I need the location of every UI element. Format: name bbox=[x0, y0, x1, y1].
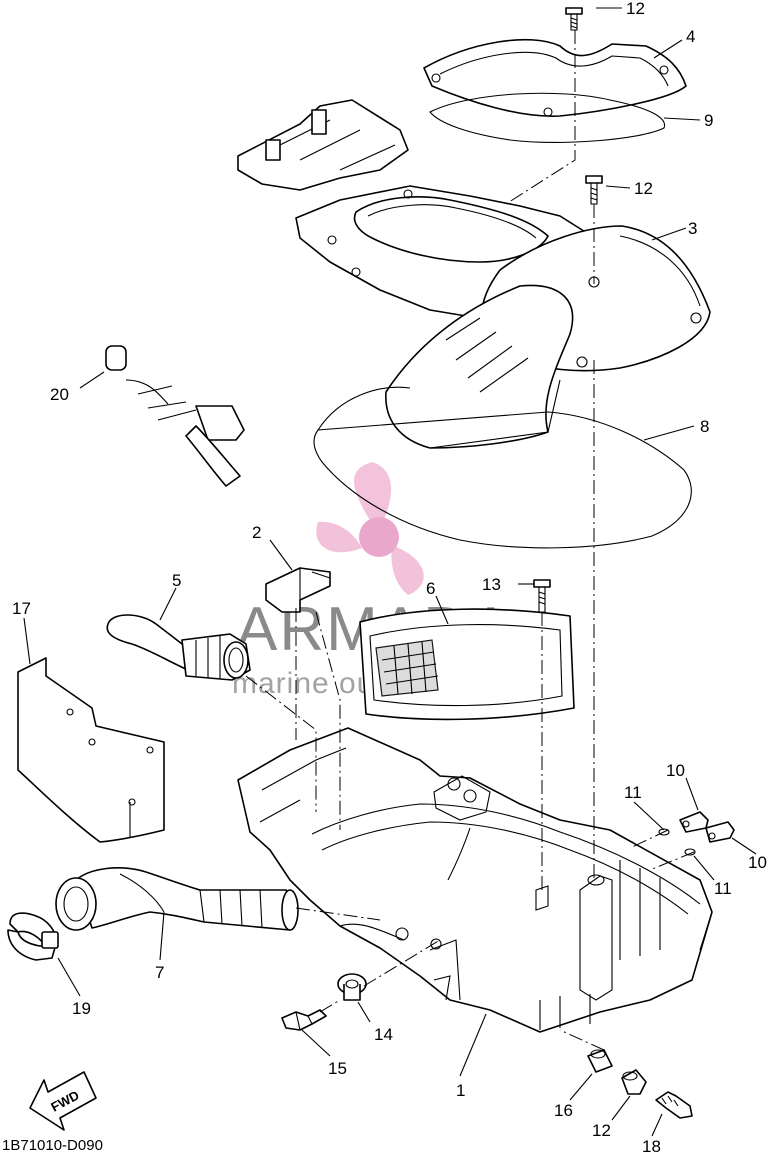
leader-lines bbox=[23, 7, 757, 1137]
callout-3: 3 bbox=[688, 219, 697, 238]
callout-11-upper: 11 bbox=[624, 783, 642, 802]
part-10-clip-lower bbox=[705, 821, 735, 843]
callout-labels: 12 4 9 12 3 8 20 2 5 6 13 17 11 10 10 11… bbox=[12, 0, 767, 1153]
callout-6: 6 bbox=[426, 579, 435, 598]
part-12-screw-top bbox=[565, 7, 583, 31]
part-7-intake-duct bbox=[55, 867, 299, 931]
callout-18: 18 bbox=[642, 1137, 661, 1153]
part-14-fitting bbox=[281, 1009, 327, 1031]
callout-9: 9 bbox=[704, 111, 713, 130]
armada-logo bbox=[316, 462, 424, 595]
part-16-collar bbox=[587, 1049, 613, 1073]
callout-8: 8 bbox=[700, 417, 709, 436]
callout-2: 2 bbox=[252, 523, 261, 542]
diagram-code: 1B71010-D090 bbox=[2, 1137, 103, 1153]
part-11-washer-upper bbox=[658, 828, 670, 836]
assembly-lines bbox=[245, 30, 695, 1051]
callout-13: 14 bbox=[374, 1025, 393, 1044]
part-17-shield-plate bbox=[17, 657, 165, 843]
part-9-gasket bbox=[429, 92, 666, 143]
part-15-bushing bbox=[621, 1069, 647, 1095]
callout-11-lower: 11 bbox=[714, 879, 732, 898]
part-18-bolt bbox=[655, 1091, 693, 1119]
part-10-clip-upper bbox=[679, 811, 709, 833]
part-3-airbox-cover bbox=[385, 225, 711, 449]
callout-14: 15 bbox=[328, 1059, 347, 1078]
callout-12-top: 12 bbox=[626, 0, 645, 18]
part-12-screw-lower bbox=[533, 579, 551, 613]
part-12-screw-middle bbox=[585, 175, 603, 205]
callout-20: 20 bbox=[50, 385, 69, 404]
callout-7: 7 bbox=[155, 963, 164, 982]
callout-4: 4 bbox=[686, 27, 695, 46]
part-8-gasket-seal bbox=[313, 386, 692, 549]
callout-5: 5 bbox=[172, 571, 181, 590]
callout-10-upper: 10 bbox=[666, 761, 685, 780]
callout-12-middle: 12 bbox=[634, 179, 653, 198]
part-20-sensor bbox=[105, 345, 245, 487]
callout-17: 17 bbox=[12, 599, 31, 618]
part-11-washer-lower bbox=[684, 848, 696, 856]
callout-15: 12 bbox=[592, 1121, 611, 1140]
callout-19: 19 bbox=[72, 999, 91, 1018]
callout-16: 16 bbox=[554, 1101, 573, 1120]
part-4-cover-plate bbox=[423, 38, 687, 117]
callout-12-lower: 13 bbox=[482, 575, 501, 594]
part-19-clamp bbox=[7, 912, 59, 961]
callout-10-lower: 10 bbox=[748, 853, 767, 872]
part-1-airbox-case bbox=[237, 727, 713, 1033]
forward-direction-arrow: FWD bbox=[29, 1071, 97, 1131]
part-5-intake-hose bbox=[106, 614, 251, 681]
part-13-grommet bbox=[337, 973, 367, 1001]
part-2-bracket bbox=[265, 567, 331, 613]
callout-1: 1 bbox=[456, 1081, 465, 1100]
part-6-filter-element bbox=[359, 608, 575, 721]
